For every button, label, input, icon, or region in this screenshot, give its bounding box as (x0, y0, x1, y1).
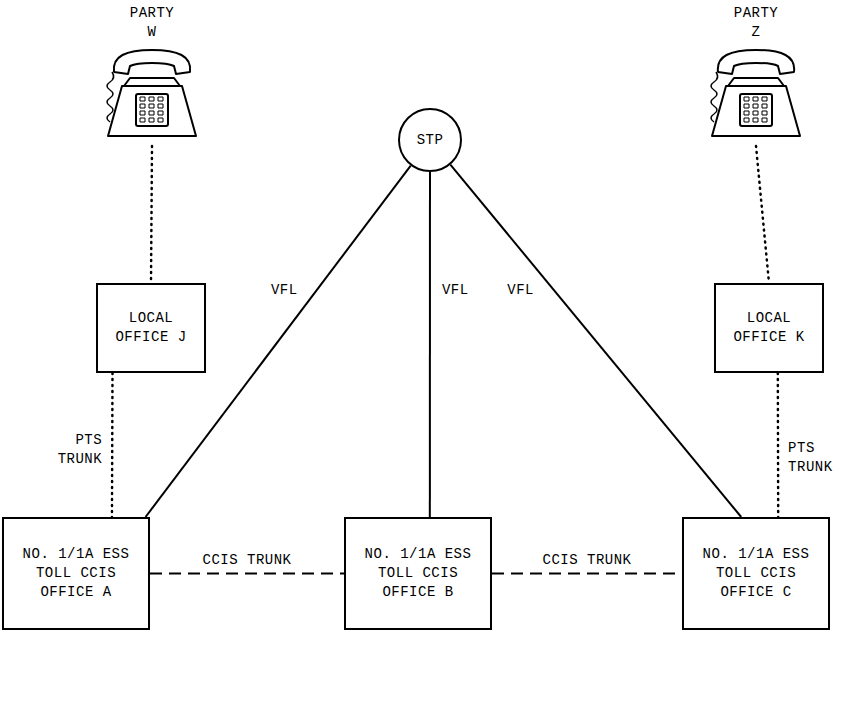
key (158, 111, 163, 115)
key (140, 97, 145, 101)
node-text: LOCAL OFFICE K (722, 309, 816, 347)
ccis-trunk-line (150, 573, 344, 575)
node-text: NO. 1/1A ESS TOLL CCIS OFFICE C (690, 545, 822, 602)
key (762, 111, 767, 115)
trunk-line (777, 373, 780, 517)
node-text: PARTY W (124, 4, 180, 42)
phone-cord (107, 72, 114, 122)
telephone-icon (700, 42, 812, 146)
telephone-icon (96, 42, 208, 146)
local-office-box: LOCAL OFFICE J (96, 283, 206, 373)
edge-label: PTS TRUNK (786, 439, 854, 477)
phone-cord (711, 72, 718, 122)
key (762, 104, 767, 108)
trunk-line (756, 146, 769, 283)
key (753, 104, 758, 108)
trunk-line (111, 373, 114, 517)
node-text: NO. 1/1A ESS TOLL CCIS OFFICE A (10, 545, 142, 602)
key (762, 97, 767, 101)
edge-label: VFL (505, 281, 536, 300)
key (158, 104, 163, 108)
edge-label: VFL (440, 281, 471, 300)
local-office-box: LOCAL OFFICE K (714, 283, 824, 373)
keypad-frame (136, 94, 168, 126)
toll-office-box: NO. 1/1A ESS TOLL CCIS OFFICE A (2, 517, 150, 630)
key (149, 97, 154, 101)
node-text: STP (417, 131, 444, 150)
key (158, 97, 163, 101)
key (744, 97, 749, 101)
keypad-frame (740, 94, 772, 126)
key (753, 97, 758, 101)
handset (114, 50, 190, 74)
stp-circle: STP (397, 107, 463, 173)
node-text: NO. 1/1A ESS TOLL CCIS OFFICE B (352, 545, 484, 602)
phone-body (712, 86, 800, 136)
vfl-link (429, 172, 431, 517)
key (140, 111, 145, 115)
node-text: LOCAL OFFICE J (104, 309, 198, 347)
key (149, 118, 154, 122)
toll-office-box: NO. 1/1A ESS TOLL CCIS OFFICE B (344, 517, 492, 630)
telephone-party: PARTY Z (692, 4, 820, 146)
key (744, 104, 749, 108)
key (140, 104, 145, 108)
key (149, 104, 154, 108)
cradle (124, 78, 180, 86)
toll-office-box: NO. 1/1A ESS TOLL CCIS OFFICE C (682, 517, 830, 630)
edge-label: PTS TRUNK (36, 431, 104, 469)
key (753, 118, 758, 122)
ccis-trunk-line (492, 573, 682, 575)
edge-label: CCIS TRUNK (540, 551, 633, 570)
vfl-link (450, 165, 741, 517)
key (744, 118, 749, 122)
cradle (728, 78, 784, 86)
key (149, 111, 154, 115)
key (158, 118, 163, 122)
key (753, 111, 758, 115)
telephone-party: PARTY W (88, 4, 216, 146)
key (762, 118, 767, 122)
node-text: PARTY Z (728, 4, 784, 42)
key (744, 111, 749, 115)
trunk-line (151, 146, 152, 283)
handset (718, 50, 794, 74)
stp-ring (399, 109, 461, 171)
edge-label: CCIS TRUNK (200, 551, 293, 570)
edge-label: VFL (269, 281, 300, 300)
phone-body (108, 86, 196, 136)
key (140, 118, 145, 122)
